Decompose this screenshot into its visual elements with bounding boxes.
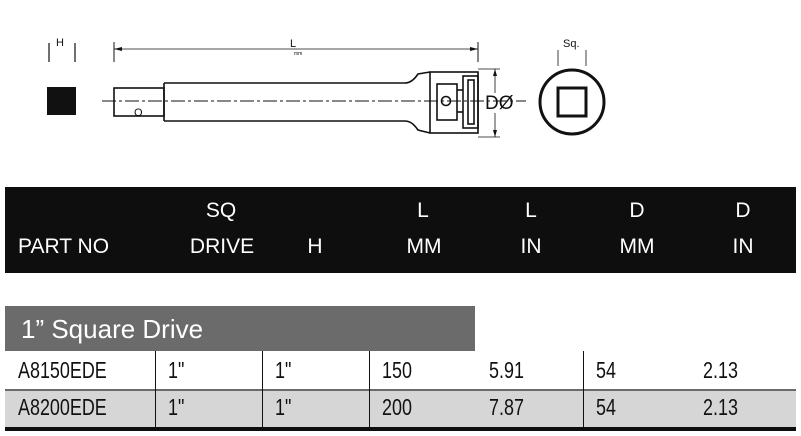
- table-header: SQ L L D D PART NO DRIVE H MM IN MM IN: [5, 187, 796, 273]
- header-d-in: D: [735, 199, 751, 222]
- cell-l-mm: 150: [382, 357, 412, 383]
- table-bottom-rule: [5, 427, 796, 431]
- square-drive-end-icon: [47, 87, 76, 115]
- h-label: H: [56, 37, 64, 49]
- d-dimension: DØ: [478, 68, 514, 138]
- column-separator: [369, 351, 370, 427]
- row-divider: [5, 389, 796, 391]
- cell-part-no: A8150EDE: [18, 357, 107, 383]
- l-unit-label: mm: [294, 51, 302, 57]
- cell-l-in: 5.91: [489, 357, 524, 383]
- cell-d-mm: 54: [596, 357, 616, 383]
- extension-bar: [113, 71, 479, 134]
- sq-label: Sq.: [563, 38, 580, 50]
- header-l-mm-unit: MM: [406, 235, 442, 258]
- header-l-in-unit: IN: [520, 235, 542, 258]
- cell-part-no: A8200EDE: [18, 394, 107, 420]
- column-separator: [262, 351, 263, 427]
- extension-bar-diagram: H L mm: [0, 0, 801, 180]
- l-label: L: [290, 38, 296, 50]
- header-part-no: PART NO: [18, 235, 110, 258]
- o-ring-label: O: [134, 107, 143, 119]
- cell-d-in: 2.13: [703, 394, 738, 420]
- header-d-mm: D: [629, 199, 645, 222]
- column-separator: [155, 351, 156, 427]
- header-drive: DRIVE: [189, 235, 255, 258]
- cell-drive: 1": [168, 357, 185, 383]
- header-sq: SQ: [205, 199, 237, 222]
- header-d-mm-unit: MM: [619, 235, 655, 258]
- header-l-mm: L: [417, 199, 429, 222]
- cell-h: 1": [275, 394, 292, 420]
- cell-d-mm: 54: [596, 394, 616, 420]
- cell-drive: 1": [168, 394, 185, 420]
- table-row: A8200EDE 1" 1" 200 7.87 54 2.13: [5, 391, 796, 427]
- column-separator: [583, 351, 584, 427]
- cell-h: 1": [275, 357, 292, 383]
- d-label: DØ: [485, 93, 514, 114]
- socket-end-view: Sq.: [538, 38, 606, 136]
- product-table: A8150EDE 1" 1" 150 5.91 54 2.13 A8200EDE…: [5, 351, 796, 431]
- section-title-text: 1” Square Drive: [21, 314, 204, 344]
- l-dimension: L mm: [113, 38, 479, 62]
- section-title: 1” Square Drive: [5, 306, 475, 351]
- cell-l-in: 7.87: [489, 394, 524, 420]
- h-dimension: H: [48, 37, 76, 62]
- header-l-in: L: [525, 199, 537, 222]
- table-row: A8150EDE 1" 1" 150 5.91 54 2.13: [5, 354, 796, 390]
- cell-l-mm: 200: [382, 394, 412, 420]
- header-h: H: [307, 235, 323, 258]
- cell-d-in: 2.13: [703, 357, 738, 383]
- header-d-in-unit: IN: [732, 235, 754, 258]
